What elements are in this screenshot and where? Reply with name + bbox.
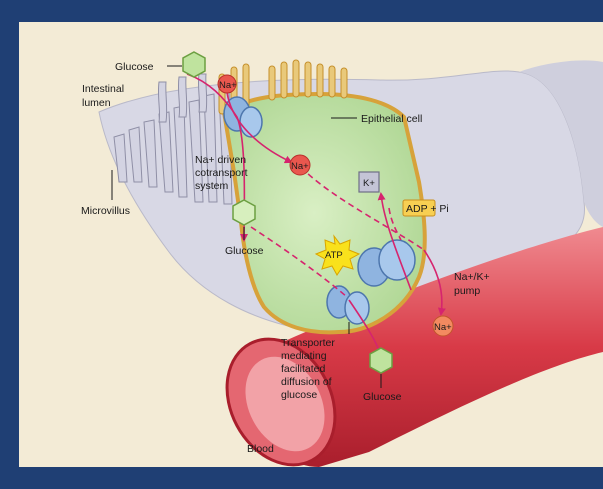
label-blood: Blood	[247, 443, 274, 455]
label-transporter-5: glucose	[281, 389, 317, 401]
label-intestinal-lumen-2: lumen	[82, 97, 111, 109]
label-k-plus: K+	[363, 178, 375, 189]
intestinal-glucose-transport-diagram: Glucose Na+ Intestinal lumen Epithelial …	[19, 22, 603, 467]
label-na-out: Na+	[434, 322, 452, 333]
label-cotransport-2: cotransport	[195, 167, 248, 179]
label-cotransport-3: system	[195, 180, 229, 192]
label-na-mid: Na+	[291, 161, 309, 172]
label-adp-pi: ADP + Pi	[406, 203, 449, 215]
label-epithelial-cell: Epithelial cell	[361, 113, 422, 125]
label-na-top: Na+	[219, 80, 237, 91]
label-glucose-top: Glucose	[115, 61, 154, 73]
label-transporter-3: facilitated	[281, 363, 326, 375]
label-intestinal-lumen-1: Intestinal	[82, 83, 124, 95]
glucose-molecule-top	[183, 52, 205, 77]
label-transporter-1: Transporter	[281, 337, 335, 349]
label-glucose-bottom: Glucose	[363, 391, 402, 403]
label-cotransport-1: Na+ driven	[195, 154, 246, 166]
label-glucose-mid: Glucose	[225, 245, 264, 257]
label-transporter-4: diffusion of	[281, 376, 332, 388]
label-pump-1: Na+/K+	[454, 271, 490, 283]
label-atp: ATP	[325, 250, 343, 261]
label-microvillus: Microvillus	[81, 205, 130, 217]
glucose-molecule-bottom	[370, 348, 392, 373]
figure-panel: Glucose Na+ Intestinal lumen Epithelial …	[19, 22, 603, 467]
label-pump-2: pump	[454, 285, 480, 297]
glucose-molecule-mid	[233, 200, 255, 225]
label-transporter-2: mediating	[281, 350, 327, 362]
